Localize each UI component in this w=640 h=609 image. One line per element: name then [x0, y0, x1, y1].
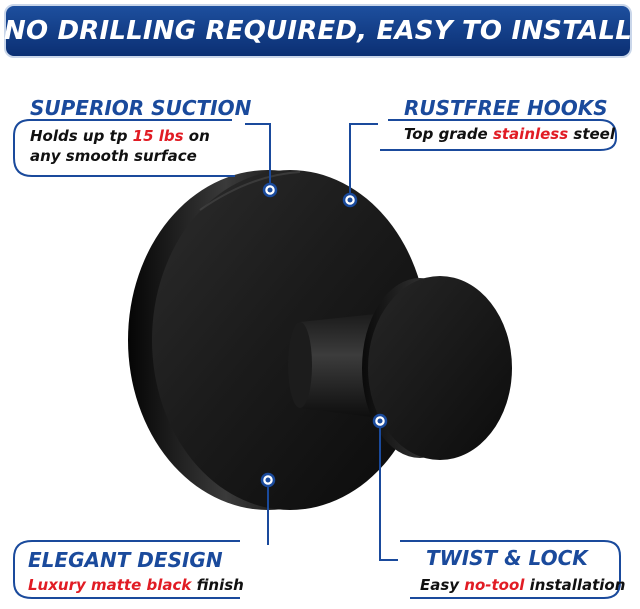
elegant-line: Luxury matte black finish [28, 576, 244, 594]
rustfree-line: Top grade stainless steel [404, 125, 615, 143]
suction-frame [13, 119, 235, 177]
banner-text: NO DRILLING REQUIRED, EASY TO INSTALL [3, 16, 633, 46]
suction-title: SUPERIOR SUCTION [30, 96, 252, 120]
hook-knob-face [368, 276, 512, 460]
suction-highlight: 15 lbs [132, 127, 184, 145]
suction-line2: any smooth surface [30, 147, 197, 165]
rustfree-frame [380, 119, 617, 151]
suction-line1: Holds up tp 15 lbs on [30, 127, 210, 145]
base-plate-face [152, 170, 428, 510]
elegant-highlight: Luxury matte black [28, 576, 192, 594]
twist-line: Easy no-tool installation [420, 576, 626, 594]
twist-title: TWIST & LOCK [426, 546, 588, 570]
rustfree-title: RUSTFREE HOOKS [404, 96, 608, 120]
suction-leader [245, 123, 271, 186]
rustfree-leader [349, 123, 378, 196]
twist-frame [400, 540, 621, 599]
twist-highlight: no-tool [464, 576, 525, 594]
elegant-frame [13, 540, 240, 599]
elegant-title: ELEGANT DESIGN [28, 548, 223, 572]
twist-leader [379, 425, 398, 561]
rustfree-highlight: stainless [492, 125, 569, 143]
header-banner: NO DRILLING REQUIRED, EASY TO INSTALL [4, 4, 632, 58]
